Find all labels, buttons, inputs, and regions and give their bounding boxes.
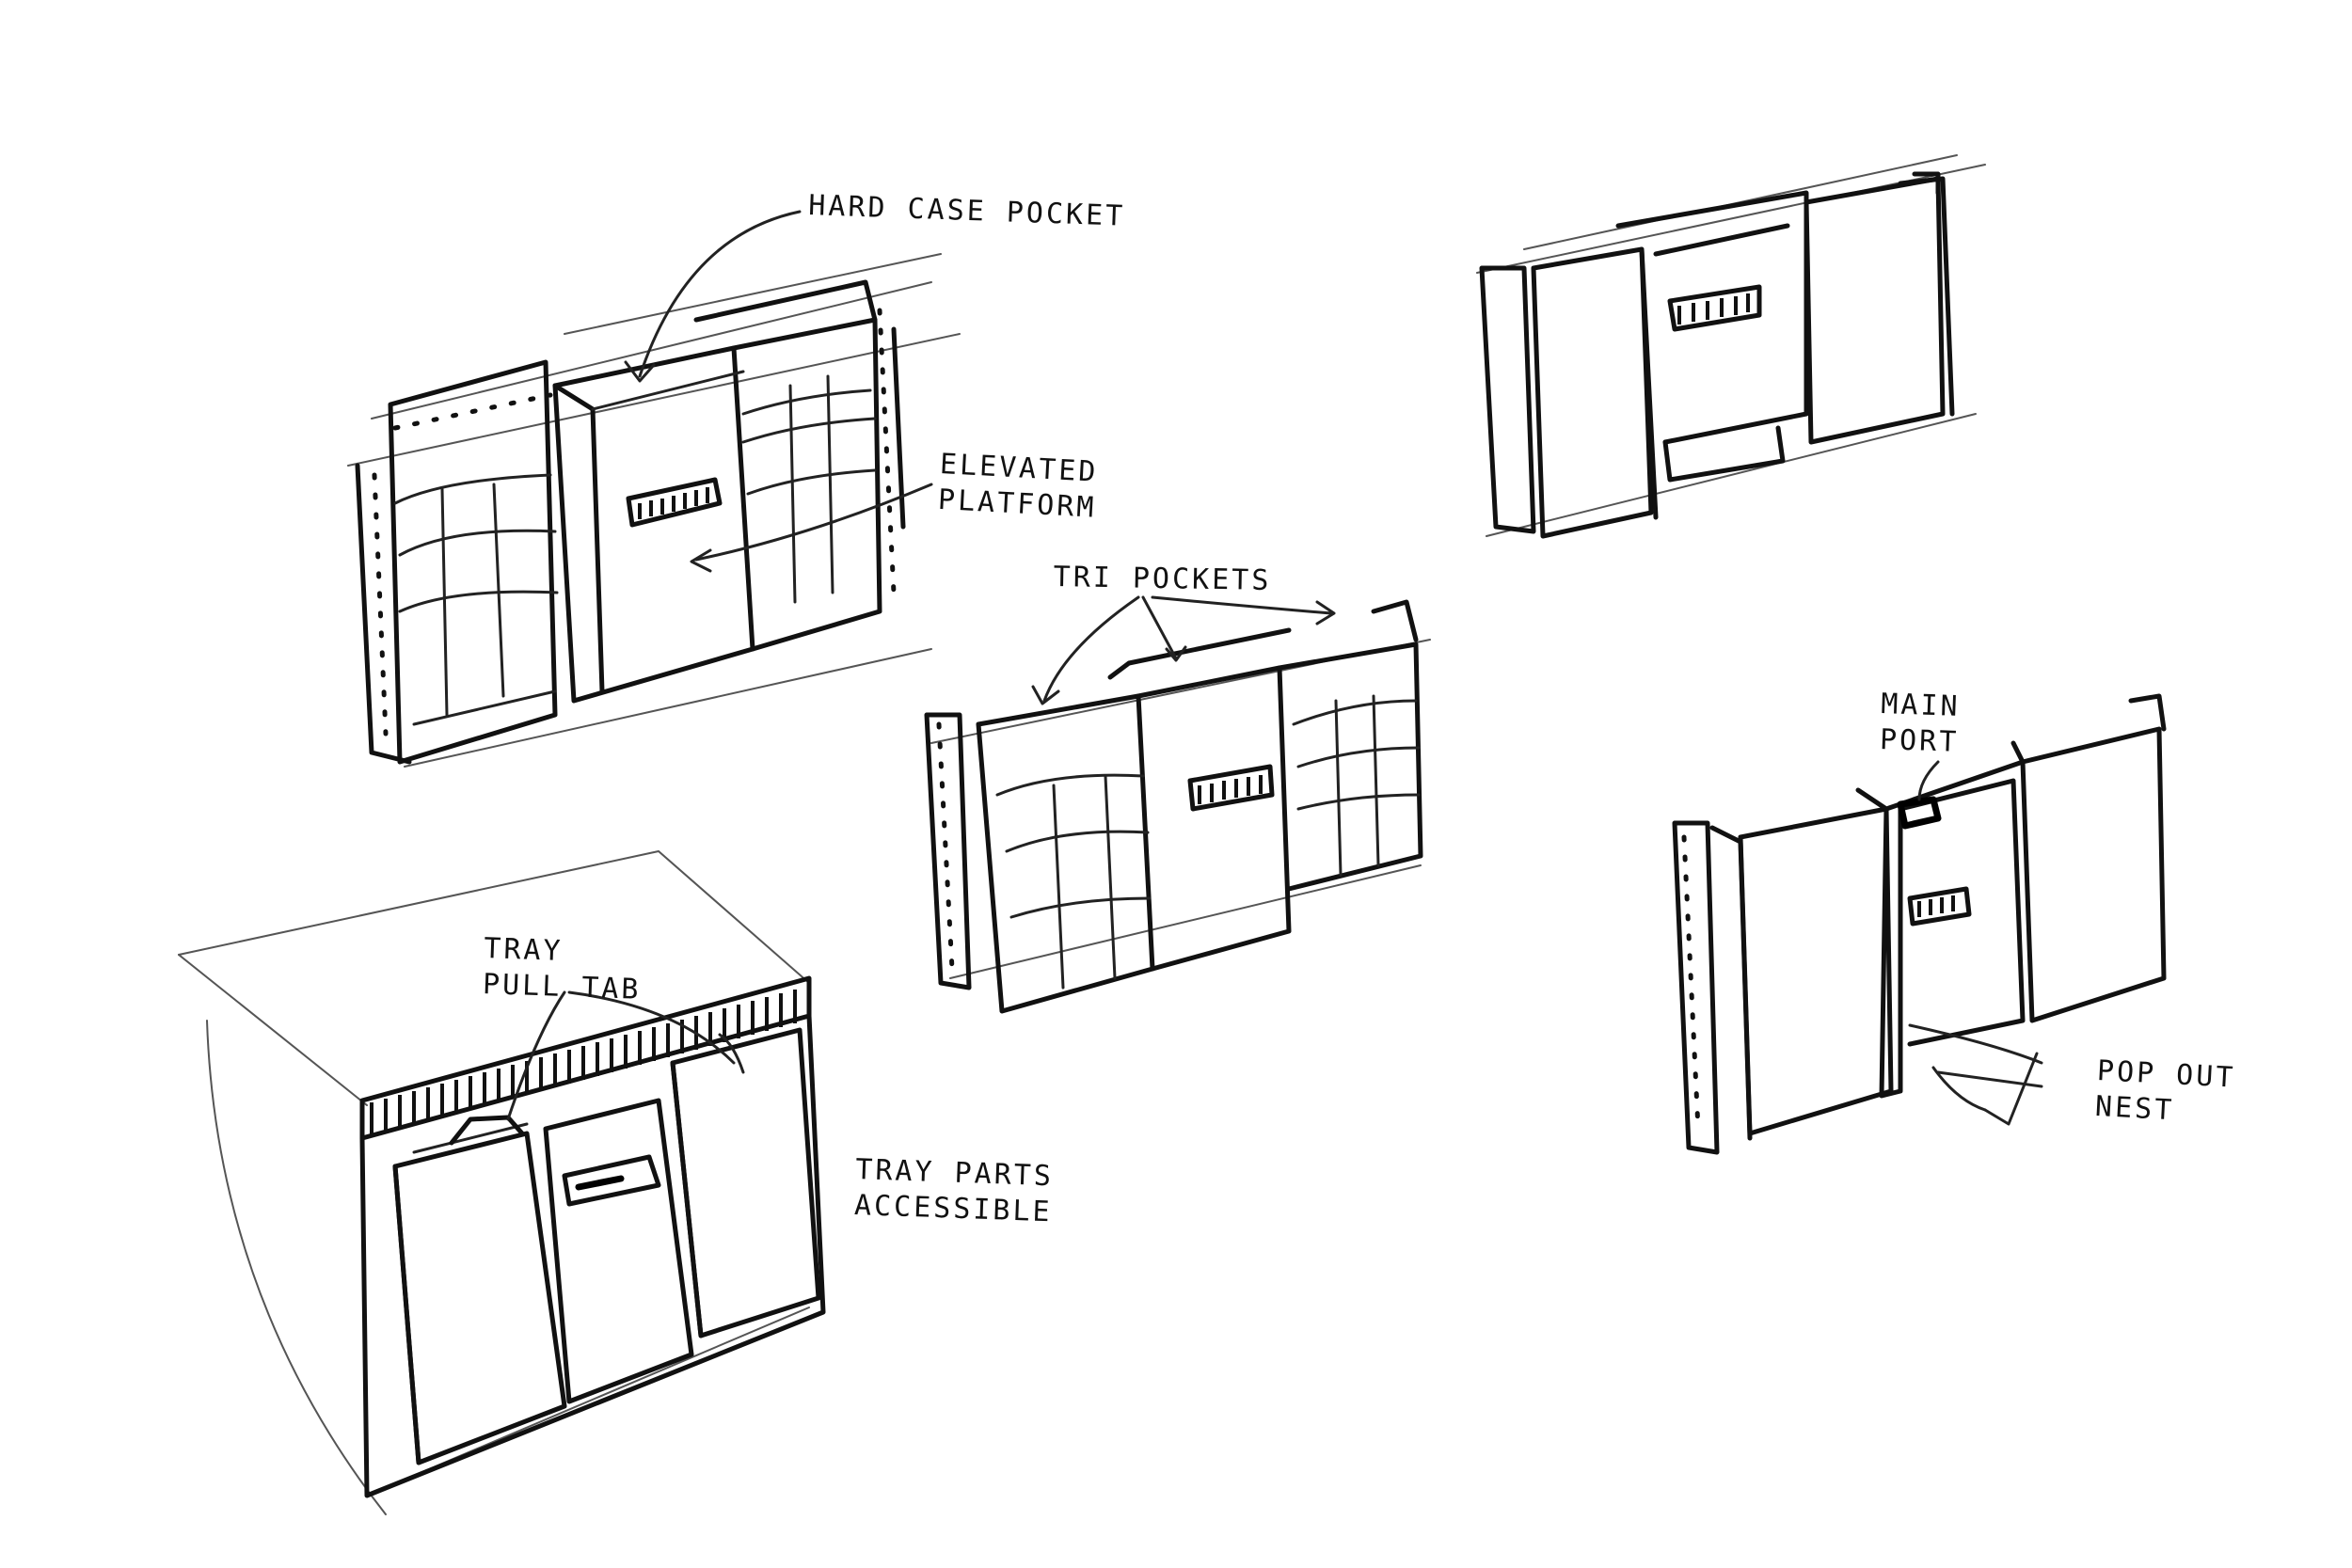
label-tray-parts-accessible: TRAY PARTS ACCESSIBLE (853, 1152, 1055, 1228)
label-tray-pull-tab: TRAY PULL TAB (482, 931, 643, 1006)
folded-panel-sketch (1476, 154, 1986, 539)
label-elevated-platform: ELEVATED PLATFORM (937, 447, 1100, 525)
label-pop-out-nest: POP OUT NEST (2094, 1053, 2237, 1127)
tri-pocket-sketch (924, 595, 1431, 1014)
label-tri-pockets: TRI POCKETS (1053, 560, 1272, 598)
pocket-organizer-sketch (347, 210, 961, 768)
tray-case-sketch (178, 849, 826, 1515)
main-port-sketch (1672, 693, 2167, 1155)
label-main-port: MAIN PORT (1879, 687, 1962, 759)
